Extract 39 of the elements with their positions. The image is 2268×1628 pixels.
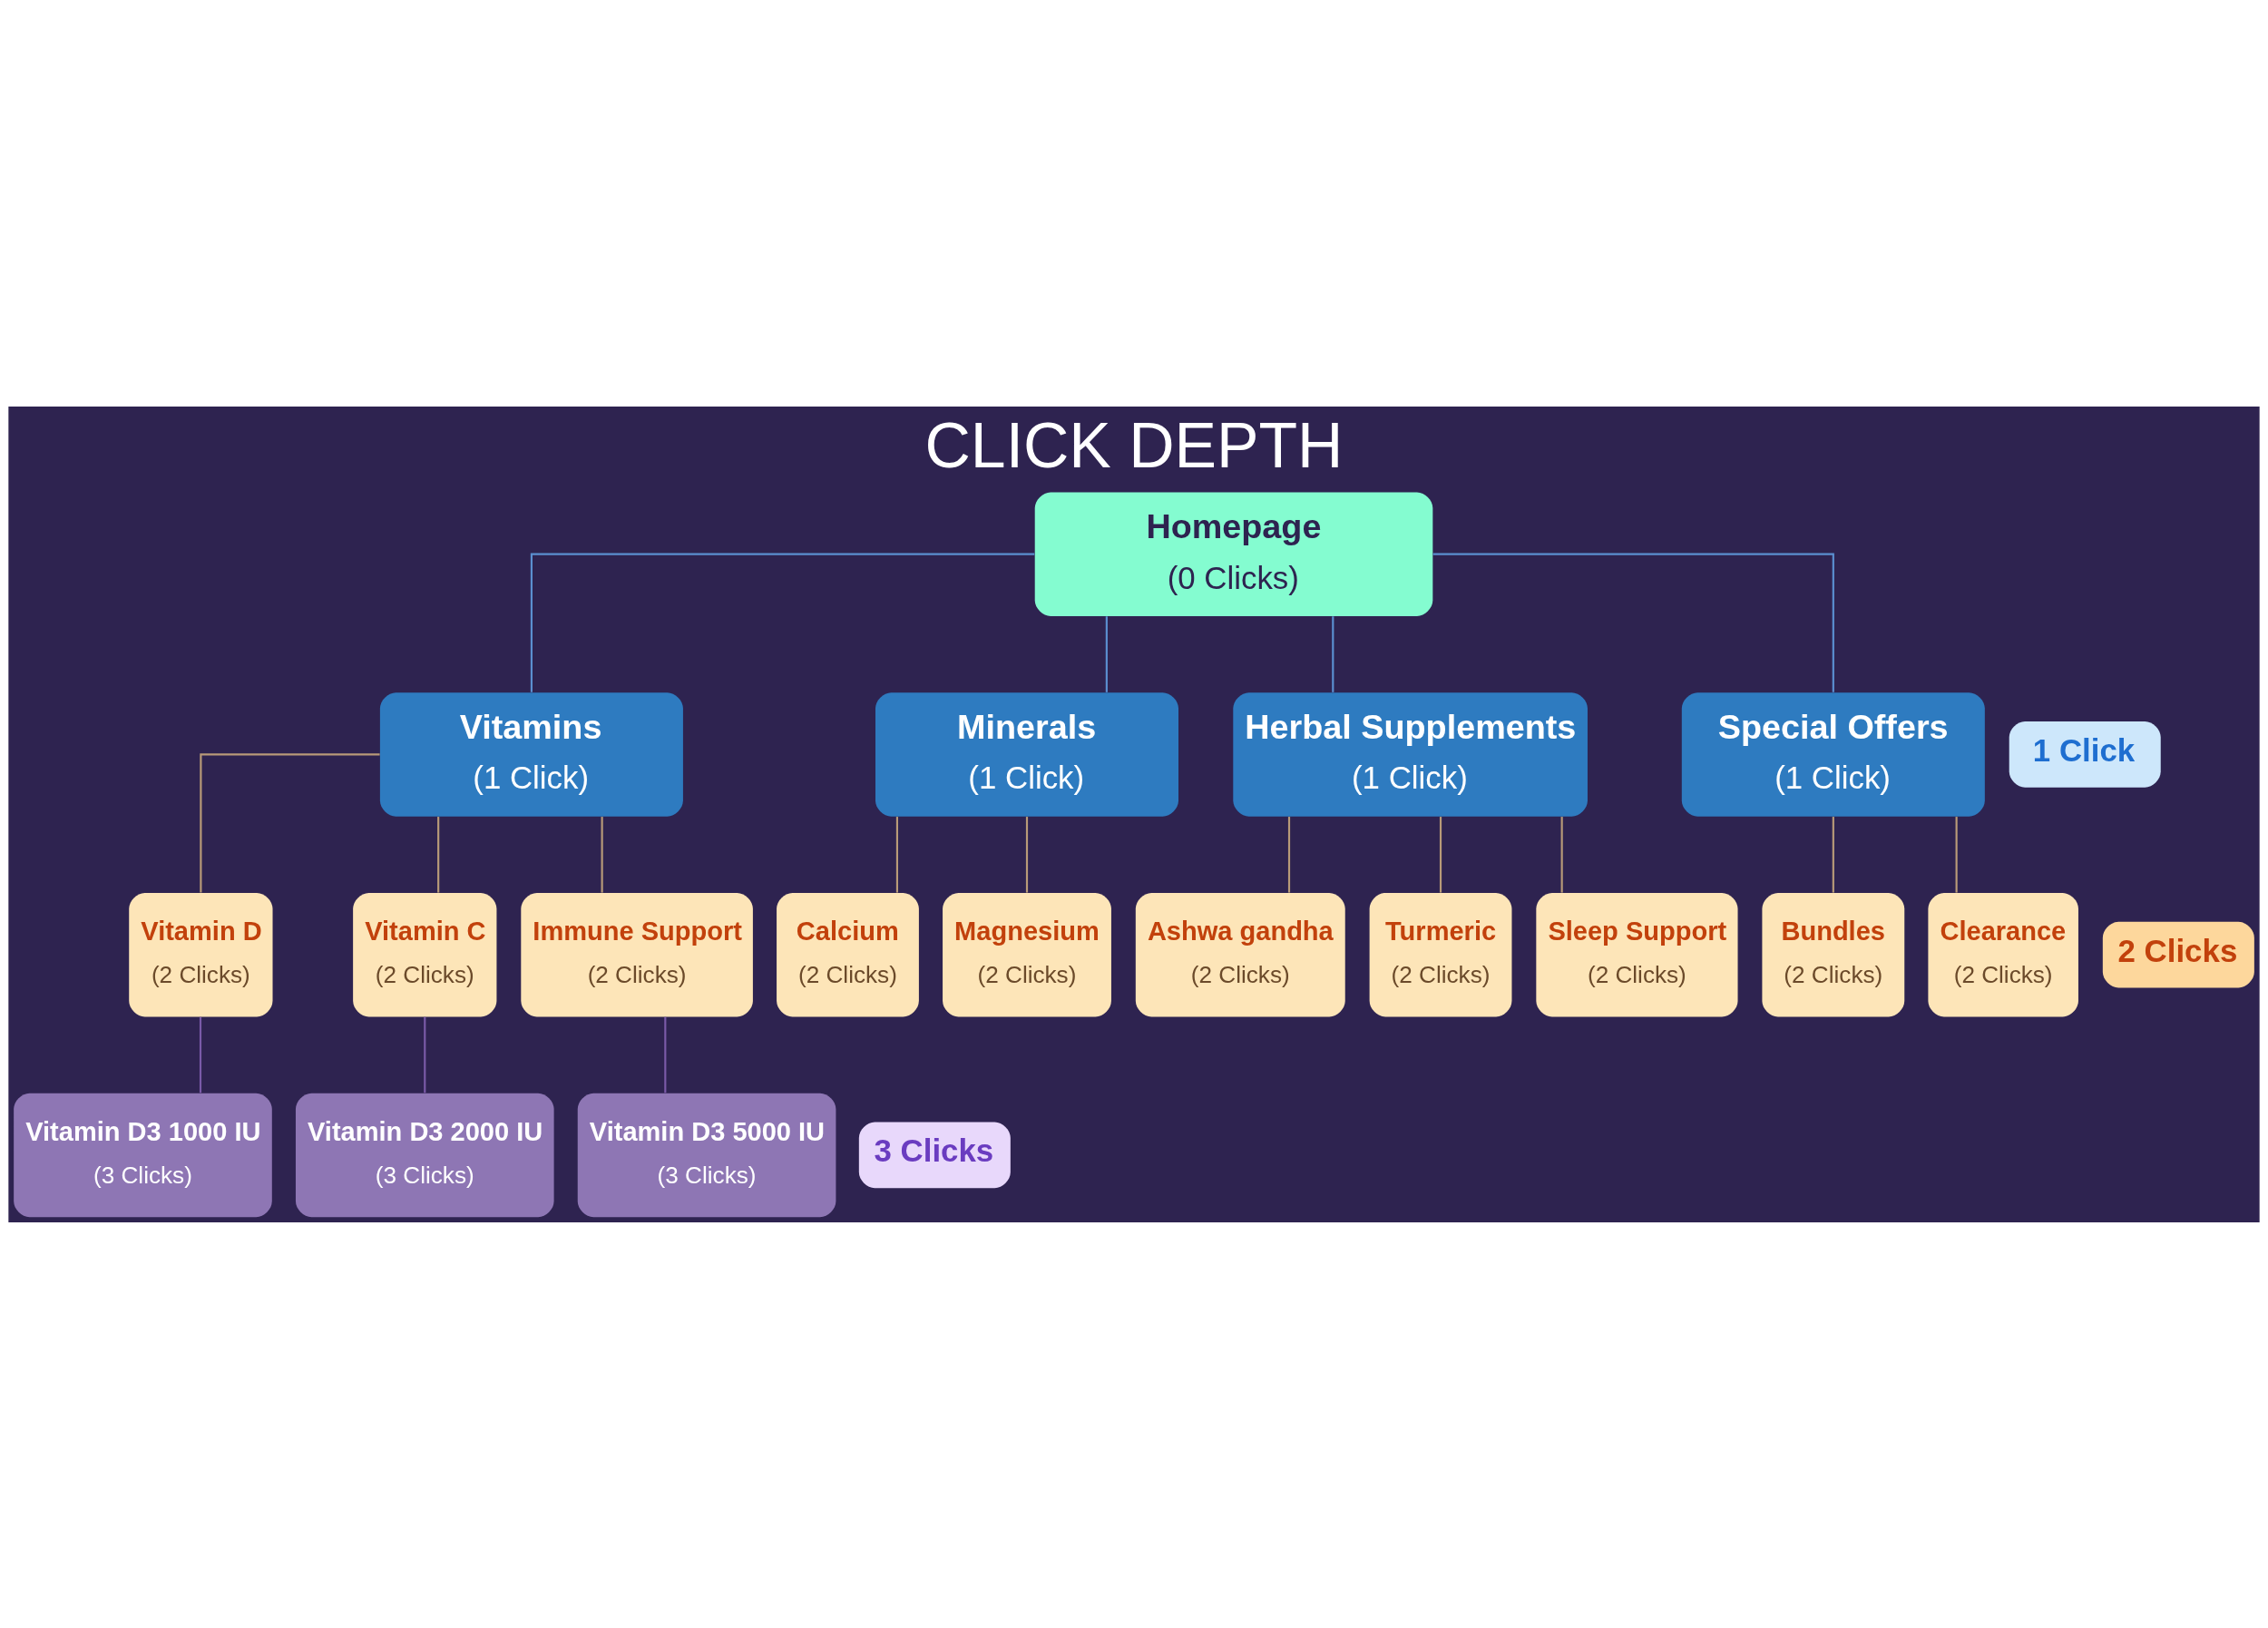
connector — [200, 752, 380, 893]
node-box: Magnesium (2 Clicks) — [943, 892, 1111, 1016]
connector — [1955, 816, 1958, 893]
node-box: Vitamins (1 Click) — [379, 691, 683, 817]
connector — [601, 816, 603, 893]
node-box: Vitamin C (2 Clicks) — [353, 892, 497, 1016]
connector — [1105, 615, 1108, 692]
connector — [1025, 816, 1029, 893]
connector — [1287, 816, 1291, 893]
connector — [895, 816, 899, 893]
node-box: Vitamin D3 5000 IU (3 Clicks) — [577, 1093, 836, 1217]
node-box: Immune Support (2 Clicks) — [521, 892, 753, 1016]
node-box: Clearance (2 Clicks) — [1928, 892, 2078, 1016]
node-box: Minerals (1 Click) — [875, 691, 1178, 817]
diagram-title: CLICK DEPTH — [924, 409, 1344, 481]
node-box: Herbal Supplements (1 Click) — [1233, 691, 1588, 817]
node-box: 3 Clicks — [858, 1122, 1011, 1188]
node-box: Vitamin D3 1000 IU (3 Clicks) — [14, 1093, 272, 1217]
node-box: Sleep Support (2 Clicks) — [1536, 892, 1738, 1016]
connector — [1332, 615, 1334, 692]
node-box: Calcium (2 Clicks) — [777, 892, 919, 1016]
connector — [530, 553, 1035, 692]
node-box: Turmeric (2 Clicks) — [1369, 892, 1512, 1016]
connector — [437, 816, 440, 893]
node-box: Ashwa gandha (2 Clicks) — [1135, 892, 1345, 1016]
node-box: Bundles (2 Clicks) — [1762, 892, 1905, 1016]
connector — [664, 1016, 667, 1093]
node-box: Special Offers (1 Click) — [1681, 691, 1985, 817]
connector — [1432, 553, 1834, 692]
node-box: 2 Clicks — [2102, 921, 2254, 987]
node-box: Vitamin D (2 Clicks) — [129, 892, 273, 1016]
connector — [424, 1016, 426, 1093]
connector — [199, 1016, 202, 1093]
node-box: Homepage (0 Clicks) — [1034, 491, 1433, 616]
connector — [1560, 816, 1563, 893]
connector — [1832, 816, 1834, 893]
node-box: 1 Click — [2009, 721, 2161, 788]
node-box: Vitamin D3 2000 IU (3 Clicks) — [295, 1093, 554, 1217]
connector — [1439, 816, 1442, 893]
